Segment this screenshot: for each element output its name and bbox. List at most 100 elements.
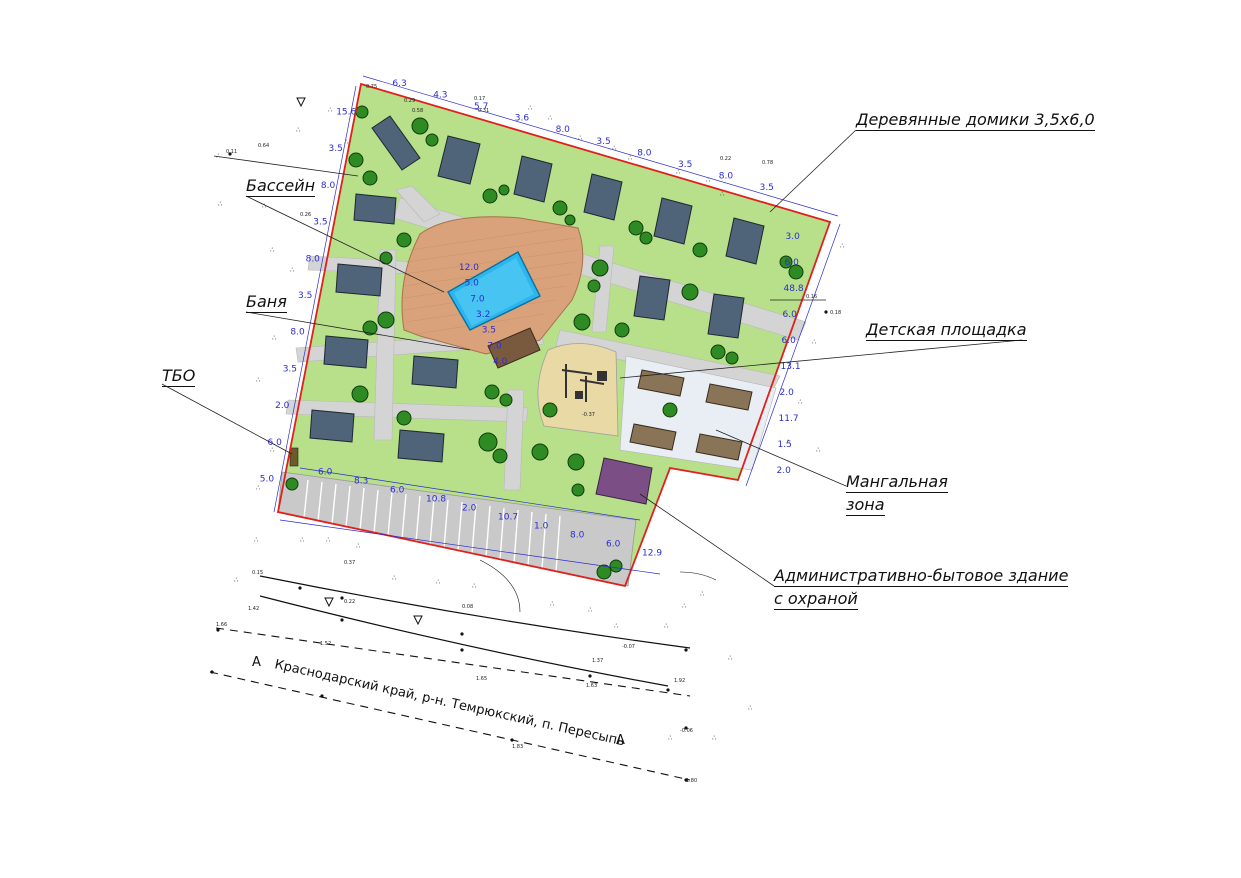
admin-label-line1: Административно-бытовое здание — [774, 566, 1069, 587]
spot-height-value: 0.58 — [412, 108, 423, 114]
spot-height-value: 0.18 — [830, 310, 841, 316]
dimension-value: 1.5 — [778, 440, 792, 450]
dimension-value: 2.0 — [275, 401, 290, 411]
dimension-value: 8.0 — [719, 172, 734, 182]
dimension-value: 2.0 — [780, 388, 795, 398]
dimensions-right: 3.06.048.86.06.013.12.011.71.52.0 — [777, 232, 804, 476]
grass-symbol: ∴ — [254, 536, 259, 544]
cabin-roof — [707, 293, 745, 339]
bbq-callout: Мангальная зона — [846, 472, 948, 516]
grass-symbol: ∴ — [436, 578, 441, 586]
survey-points — [210, 152, 828, 782]
spot-height-value: 0.78 — [762, 160, 773, 166]
grass-symbol: ∴ — [728, 654, 733, 662]
dimension-value: 3.5 — [760, 183, 774, 193]
dimension-value: 3.5 — [298, 291, 312, 301]
dimension-value: 12.9 — [642, 549, 662, 559]
dimension-value: 8.0 — [570, 531, 585, 541]
grass-symbol: ∴ — [296, 126, 301, 134]
address-label: Краснодарский край, р-н. Темрюкский, п. … — [273, 657, 626, 749]
spot-height-value: 0.11 — [226, 149, 237, 155]
dimension-value: 10.8 — [426, 495, 446, 505]
grass-symbol: ∴ — [256, 376, 261, 384]
dimension-value: 3.0 — [786, 232, 801, 242]
playground-equipment — [561, 364, 607, 402]
deck-hatching — [403, 225, 579, 335]
dimension-value: 8.0 — [637, 148, 652, 158]
parking-lot — [277, 471, 637, 587]
dimension-value: 3.5 — [678, 160, 692, 170]
cabin-roof — [323, 335, 369, 369]
dimensions-left: 15.63.58.03.58.03.58.03.52.06.05.0 — [260, 107, 357, 484]
dimension-value: 3.5 — [313, 218, 327, 228]
grass-symbol: ∴ — [614, 622, 619, 630]
cabins-label: Деревянные домики 3,5х6,0 — [856, 110, 1095, 131]
dimension-value: 5.0 — [465, 279, 480, 289]
grass-symbol: ∴ — [676, 168, 681, 176]
dimension-value: 6.0 — [782, 336, 797, 346]
dimension-value: 2.0 — [777, 466, 792, 476]
pool-inner — [454, 258, 534, 326]
pool-label: Бассейн — [246, 176, 316, 197]
dimension-value: 3.2 — [476, 310, 490, 320]
grass-symbol: ∴ — [290, 266, 295, 274]
dimensions-pool: 12.05.07.03.23.57.04.0 — [459, 263, 508, 367]
playground-area — [537, 343, 619, 437]
dimension-value: 5.0 — [260, 475, 275, 485]
spot-height-value: 0.37 — [344, 560, 355, 566]
grass-symbol: ∴ — [356, 542, 361, 550]
bathhouse-callout: Баня — [246, 292, 287, 313]
dimension-value: 48.8 — [784, 284, 804, 294]
spot-height-value: 1.80 — [686, 778, 697, 784]
dimension-value: 6.3 — [392, 79, 406, 89]
dimension-value: 6.0 — [268, 438, 283, 448]
cabin-roof — [309, 409, 355, 443]
spot-height-value: 1.42 — [248, 606, 259, 612]
spot-height-value: 1.63 — [586, 683, 597, 689]
admin-label-line2: с охраной — [774, 589, 858, 610]
grass-symbols: ∴∴∴∴∴∴∴∴∴∴∴∴∴∴∴∴∴∴∴∴∴∴∴∴∴∴∴∴∴∴∴∴∴∴∴∴∴∴∴∴… — [216, 104, 845, 742]
grass-symbol: ∴ — [272, 334, 277, 342]
grass-symbol: ∴ — [706, 176, 711, 184]
spot-height-value: 1.52 — [320, 641, 331, 647]
dimension-value: 1.0 — [534, 522, 549, 532]
dimensions-top: 6.34.35.73.68.03.58.03.58.03.5 — [392, 79, 774, 193]
spot-height-value: 0.22 — [720, 156, 731, 162]
grass-symbol: ∴ — [234, 576, 239, 584]
spot-height-value: 1.66 — [216, 622, 227, 628]
trees — [285, 105, 804, 580]
waste-bins — [289, 447, 299, 467]
spot-height-value: -0.06 — [680, 728, 693, 734]
dimension-value: 3.5 — [283, 365, 297, 375]
road-lines — [209, 559, 717, 781]
grass-symbol: ∴ — [682, 602, 687, 610]
grass-symbol: ∴ — [300, 536, 305, 544]
grass-symbol: ∴ — [528, 104, 533, 112]
cabins — [309, 115, 765, 463]
grass-symbol: ∴ — [668, 734, 673, 742]
waste-label: ТБО — [162, 366, 196, 387]
dimensions-bottom: 6.08.36.010.82.010.71.08.06.012.9 — [318, 468, 662, 559]
spot-height-value: -0.37 — [582, 412, 595, 418]
dimension-value: 8.0 — [321, 181, 336, 191]
spot-height-value: -0.07 — [622, 644, 635, 650]
plot-boundary — [276, 82, 832, 588]
spot-height-value: 0.15 — [252, 570, 263, 576]
cabin-roof — [411, 355, 459, 389]
cabin-roof — [513, 155, 553, 203]
dimension-value: 3.6 — [515, 114, 530, 124]
dimension-value: 4.0 — [493, 357, 508, 367]
spot-height-value: 0.26 — [300, 212, 311, 218]
playground-callout: Детская площадка — [866, 320, 1027, 341]
grass-symbol: ∴ — [612, 144, 617, 152]
dimension-value: 12.0 — [459, 263, 479, 273]
grass-symbol: ∴ — [664, 622, 669, 630]
grass-symbol: ∴ — [550, 600, 555, 608]
cabin-roof — [583, 173, 623, 221]
playground-label: Детская площадка — [866, 320, 1027, 341]
spot-height-value: 0.16 — [806, 294, 817, 300]
bbq-huts — [629, 369, 753, 461]
grass-symbol: ∴ — [578, 134, 583, 142]
leader-lines — [161, 129, 1023, 587]
